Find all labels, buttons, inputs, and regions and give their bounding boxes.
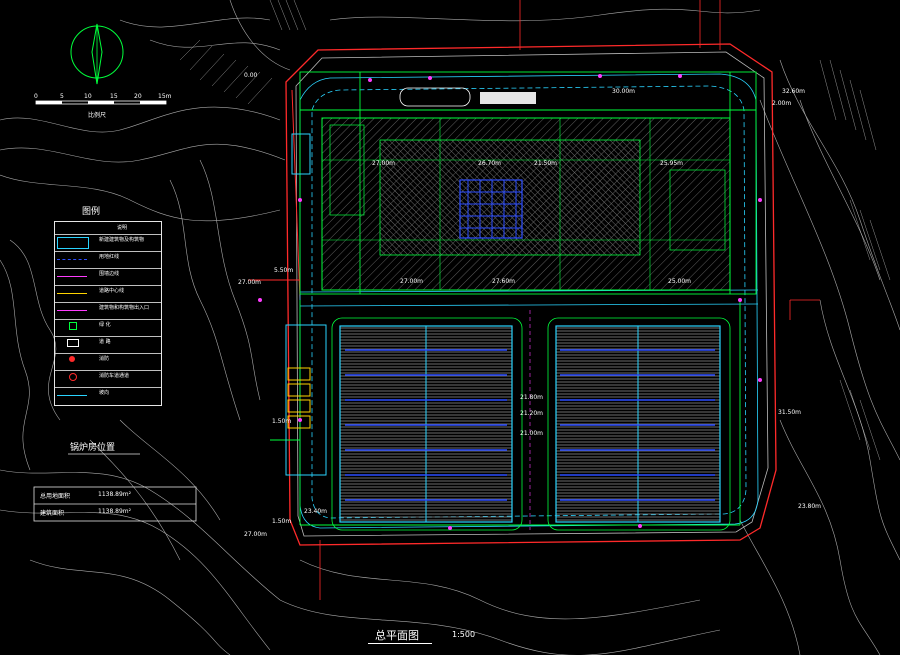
legend-table: 说明 新建建筑物及构筑物 用地红线 围墙边线 道路中心线 建筑物和构筑物出入口 … — [54, 221, 162, 406]
drawing-title: 总平面图 — [375, 629, 419, 642]
site-info-table-frame — [33, 453, 197, 522]
main-building — [321, 87, 731, 291]
dim-label: 30.00m — [612, 88, 636, 95]
dim-label: 32.60m — [782, 88, 806, 95]
north-arrow-icon — [70, 23, 124, 85]
legend-row: 坡向 — [55, 387, 161, 402]
scale-bar — [35, 100, 167, 105]
dim-label: 2.00m — [772, 100, 792, 107]
legend-row-text: 消防车道通道 — [99, 373, 130, 379]
dim-label: 27.00m — [244, 531, 268, 538]
dim-label: 23.80m — [798, 503, 822, 510]
dim-label: 21.00m — [520, 430, 544, 437]
pipe-line-icon — [57, 288, 87, 294]
dim-label: 27.00m — [238, 279, 262, 286]
utility-lines — [319, 0, 820, 600]
legend-row-text: 围墙边线 — [99, 271, 120, 277]
boundary-icon — [57, 305, 87, 311]
dim-label: 25.00m — [668, 278, 692, 285]
legend-row: 围墙边线 — [55, 268, 161, 283]
scale-tick-0: 0 — [34, 93, 38, 100]
legend-row-text: 新建建筑物及构筑物 — [99, 237, 145, 243]
scale-tick-2: 10 — [84, 93, 92, 100]
site-info-heading: 锅炉房位置 — [70, 443, 116, 453]
legend-row: 绿 化 — [55, 319, 161, 334]
boiler-room-annex — [248, 133, 327, 476]
site-info-value-1: 1138.89m² — [98, 508, 132, 515]
scale-tick-3: 15 — [110, 93, 118, 100]
dim-label: 27.60m — [492, 278, 516, 285]
legend-row-text: 坡向 — [99, 390, 110, 396]
scale-tick-4: 20 — [134, 93, 142, 100]
legend-row-text: 建筑物和构筑物出入口 — [99, 305, 150, 311]
tree-icon — [69, 322, 77, 330]
fire-icon — [69, 356, 75, 362]
legend-row-text: 消防 — [99, 356, 110, 362]
legend-row-text: 用地红线 — [99, 254, 120, 260]
scale-bar-ticks: 0 5 10 15 20 15m — [30, 93, 180, 101]
dim-label: 26.70m — [478, 160, 502, 167]
scale-tick-5: 15m — [158, 93, 172, 100]
legend-row: 新建建筑物及构筑物 — [55, 234, 161, 249]
legend-row: 道 路 — [55, 336, 161, 351]
dim-label: 27.00m — [372, 160, 396, 167]
dim-label: 21.80m — [520, 394, 544, 401]
legend-header: 说明 — [117, 225, 128, 231]
magenta-markers — [258, 74, 762, 530]
legend-row-text: 道 路 — [99, 339, 111, 345]
drawing-scale: 1:500 — [452, 630, 476, 639]
lower-warehouses — [331, 310, 731, 531]
arrow-icon — [57, 390, 87, 396]
dim-label: 21.20m — [520, 410, 544, 417]
dim-label: 0.00 — [244, 72, 258, 79]
scale-bar-label: 比例尺 — [88, 112, 107, 119]
dim-label: 27.00m — [400, 278, 424, 285]
site-info-label-1: 建筑面积 — [40, 510, 65, 517]
legend-row: 消防 — [55, 353, 161, 368]
dim-label: 21.50m — [534, 160, 558, 167]
site-info-label-0: 总用地面积 — [40, 493, 71, 500]
water-line-icon — [57, 271, 87, 277]
legend-row: 建筑物和构筑物出入口 — [55, 302, 161, 317]
drawing-title-underline — [368, 643, 432, 644]
dim-label: 5.50m — [274, 267, 294, 274]
site-info-value-0: 1138.89m² — [98, 491, 132, 498]
dim-label: 1.50m — [272, 418, 292, 425]
legend-row: 用地红线 — [55, 251, 161, 266]
legend-row-text: 道路中心线 — [99, 288, 125, 294]
dim-label: 31.50m — [778, 409, 802, 416]
dim-label: 1.50m — [272, 518, 292, 525]
hillside-hatching — [179, 0, 891, 461]
road-line-icon — [57, 254, 87, 260]
legend-row-text: 绿 化 — [99, 322, 111, 328]
legend-row: 道路中心线 — [55, 285, 161, 300]
lamp-icon — [69, 373, 77, 381]
site-boundary — [285, 43, 777, 546]
dim-label: 23.40m — [304, 508, 328, 515]
building-symbol-icon — [57, 237, 89, 249]
elevation-icon — [67, 339, 79, 347]
dim-label: 25.95m — [660, 160, 684, 167]
legend-row: 消防车道通道 — [55, 370, 161, 385]
legend-title: 图例 — [82, 207, 101, 217]
scale-tick-1: 5 — [60, 93, 64, 100]
